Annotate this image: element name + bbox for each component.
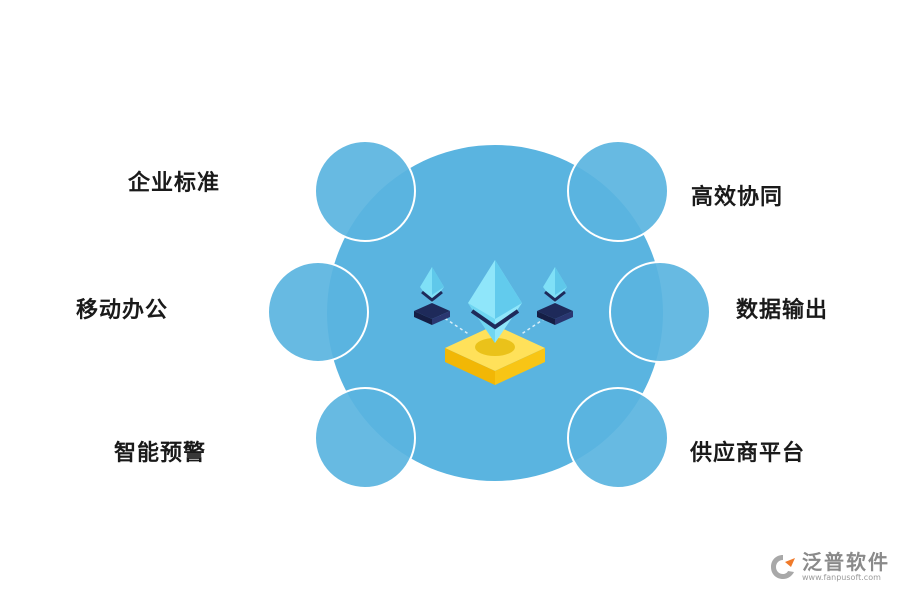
- label-mobile-office: 移动办公: [76, 298, 169, 323]
- fanpu-logo-icon: [771, 555, 795, 579]
- label-data-output: 数据输出: [736, 298, 829, 323]
- node-circle-mid-left: [267, 261, 369, 363]
- logo-url: www.fanpusoft.com: [802, 573, 881, 582]
- label-smart-warning: 智能预警: [114, 441, 207, 466]
- crystal-platform-icon: [414, 260, 573, 385]
- node-circle-mid-right: [609, 261, 711, 363]
- node-circle-bottom-right: [567, 387, 669, 489]
- node-circle-top-right: [567, 140, 669, 242]
- node-circle-top-left: [314, 140, 416, 242]
- label-efficient-collaboration: 高效协同: [691, 185, 784, 210]
- logo-name: 泛普软件: [802, 550, 890, 574]
- node-circle-bottom-left: [314, 387, 416, 489]
- label-supplier-platform: 供应商平台: [690, 441, 806, 466]
- label-enterprise-standard: 企业标准: [128, 171, 221, 196]
- brand-logo: 泛普软件 www.fanpusoft.com: [768, 552, 890, 582]
